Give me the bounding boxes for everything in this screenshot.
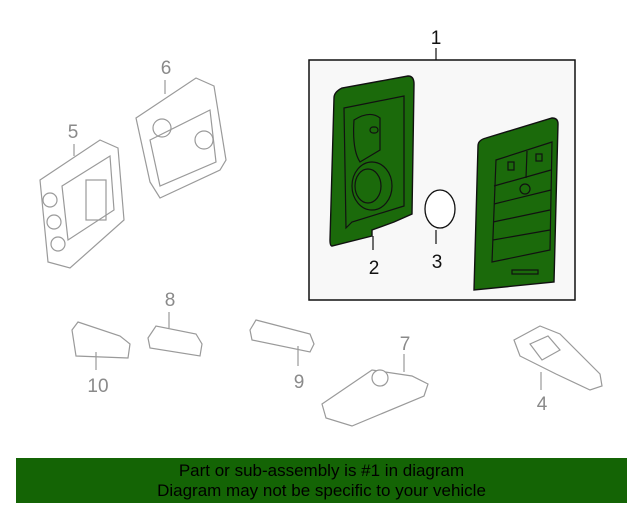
part-6-bracket[interactable]: 6 — [135, 58, 227, 199]
callout-4[interactable]: 4 — [537, 394, 548, 415]
part-1-assembly[interactable]: 1 2 3 — [308, 28, 576, 301]
part-9-clip[interactable]: 9 — [249, 319, 315, 393]
callout-6[interactable]: 6 — [161, 58, 172, 79]
part-3-battery[interactable]: 3 — [424, 189, 456, 273]
callout-10[interactable]: 10 — [87, 376, 108, 397]
part-2-key-case[interactable]: 2 — [329, 75, 415, 279]
notice-banner: Part or sub-assembly is #1 in diagram Di… — [16, 458, 627, 503]
banner-line-2: Diagram may not be specific to your vehi… — [157, 481, 486, 500]
callout-1[interactable]: 1 — [431, 28, 442, 49]
callout-2[interactable]: 2 — [369, 258, 380, 279]
callout-8[interactable]: 8 — [165, 290, 176, 311]
part-5-module[interactable]: 5 — [39, 122, 125, 269]
callout-9[interactable]: 9 — [294, 372, 305, 393]
callout-7[interactable]: 7 — [400, 334, 411, 355]
part-4-sensor[interactable]: 4 — [513, 325, 603, 415]
banner-line-1: Part or sub-assembly is #1 in diagram — [178, 461, 465, 480]
callout-3[interactable]: 3 — [432, 252, 443, 273]
part-10-holder[interactable]: 10 — [71, 321, 131, 397]
part-8-clip[interactable]: 8 — [147, 290, 203, 357]
callout-5[interactable]: 5 — [68, 122, 79, 143]
part-7-tray[interactable]: 7 — [321, 334, 429, 427]
key-fob-front[interactable] — [473, 117, 559, 291]
